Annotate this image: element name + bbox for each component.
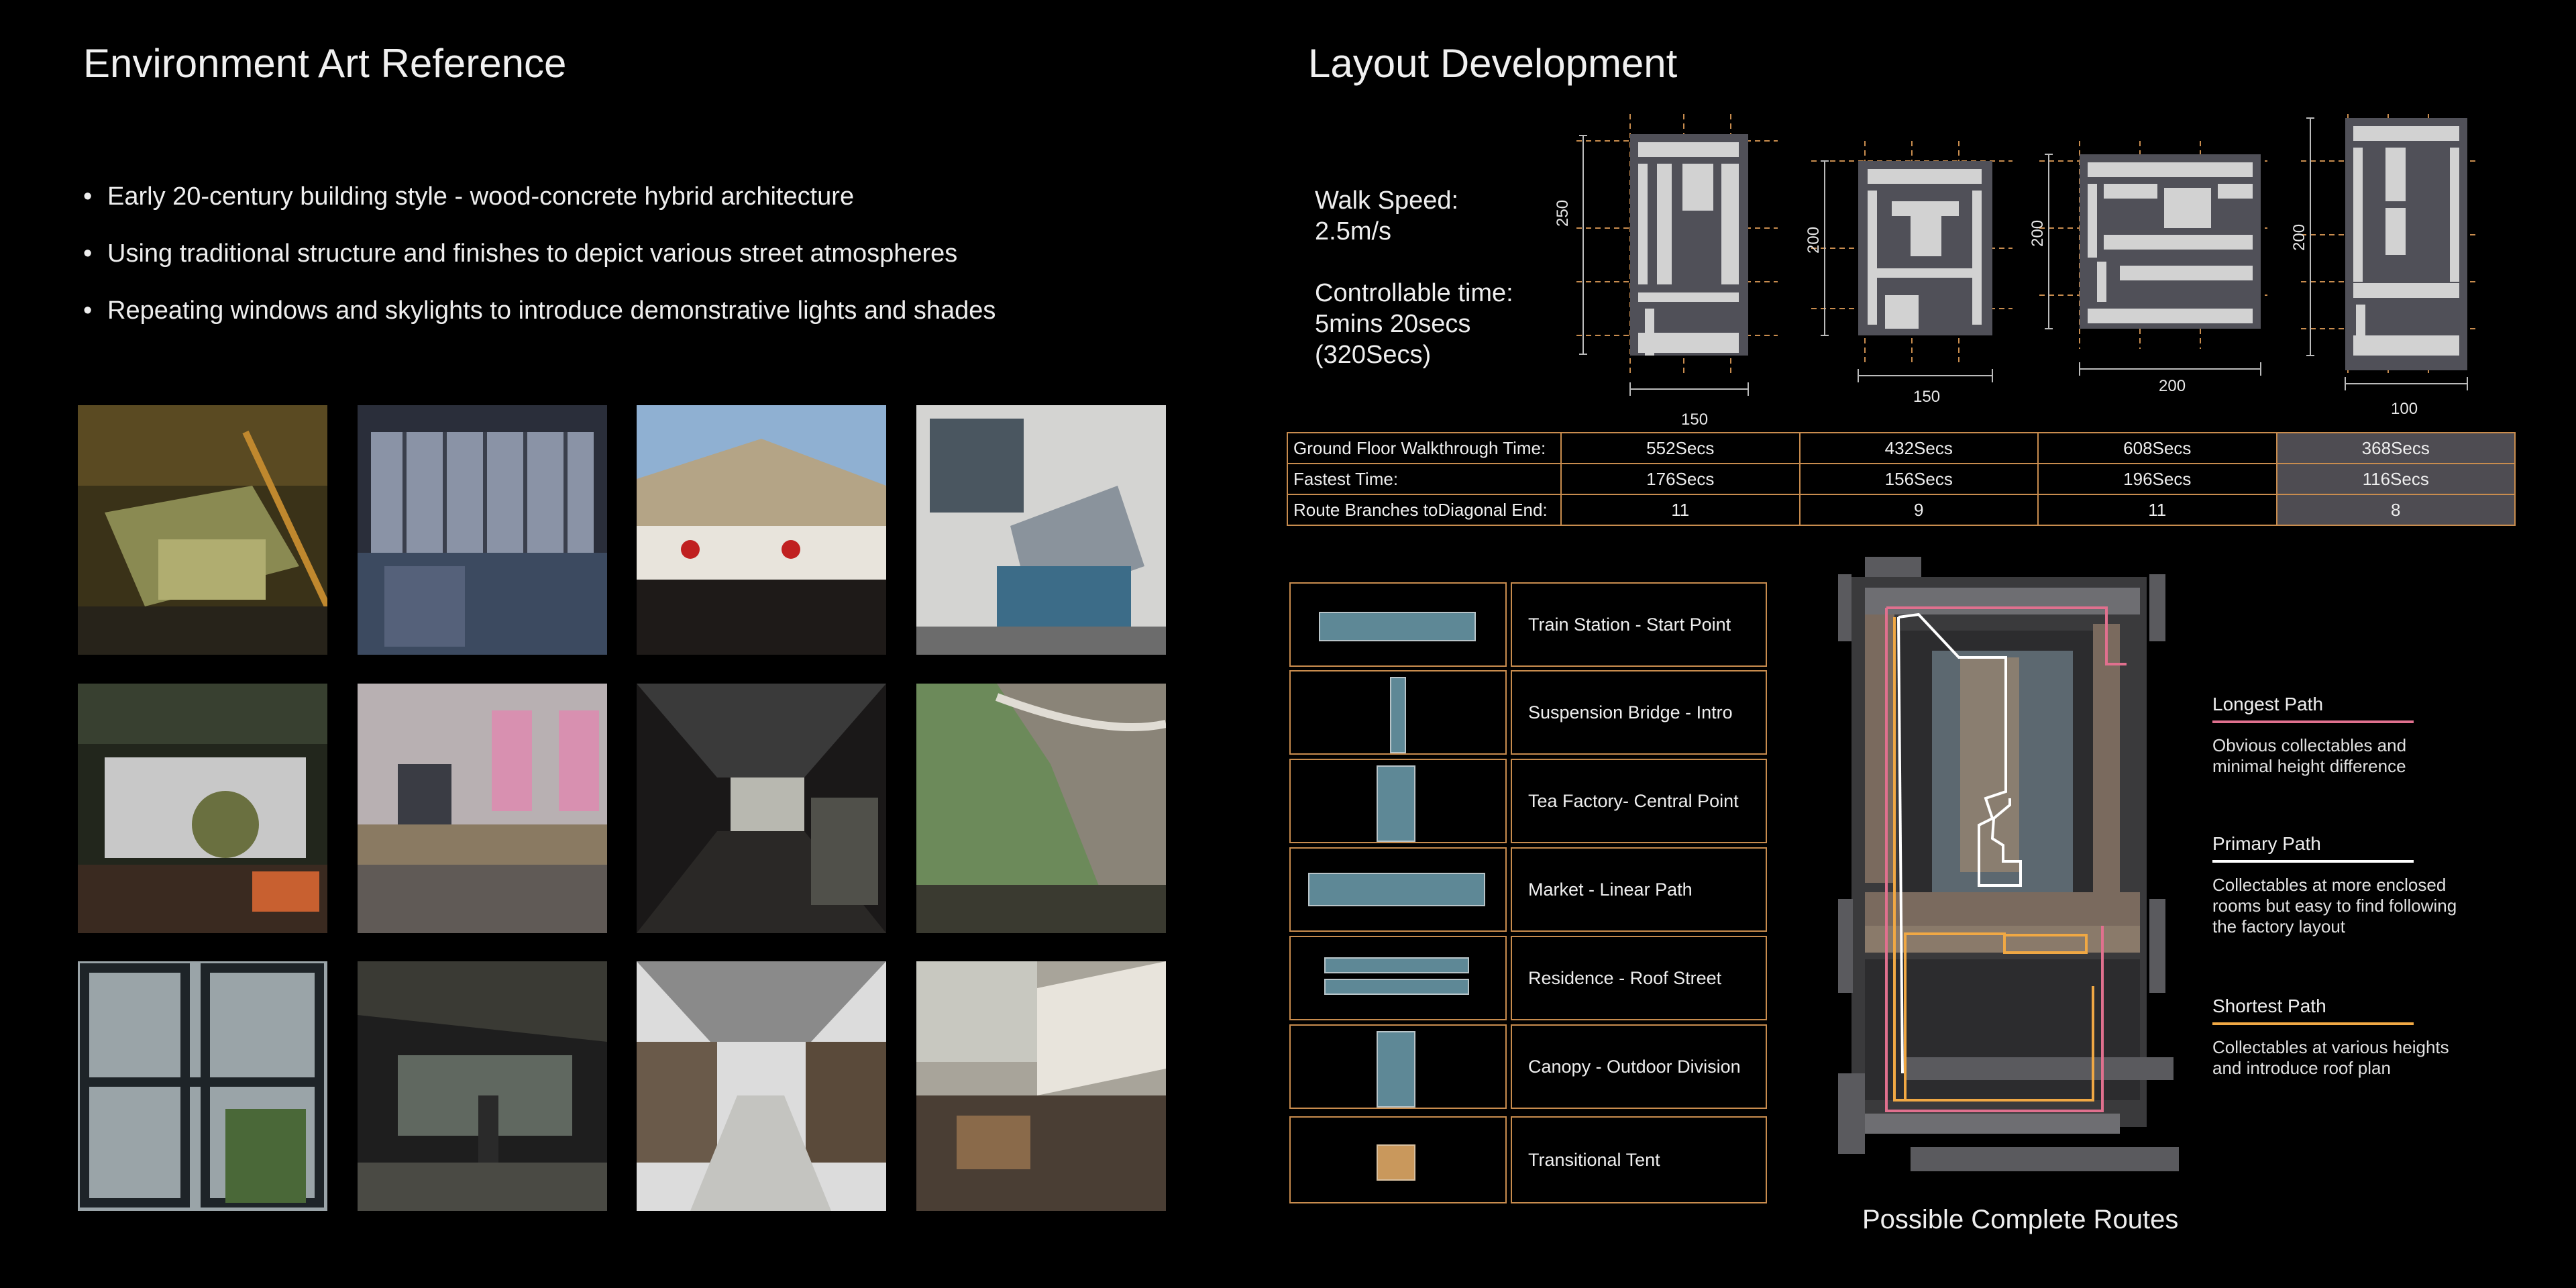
route-shortest: Shortest Path Collectables at various he… [2212, 996, 2467, 1079]
row-label: Route Branches toDiagonal End: [1287, 494, 1562, 526]
route-desc-line: Obvious collectables and [2212, 735, 2407, 755]
table-cell-highlight: 368Secs [2275, 432, 2516, 464]
route-color-line [2212, 720, 2414, 723]
legend-label-residence: Residence - Roof Street [1511, 936, 1767, 1020]
controllable-time-secs: (320Secs) [1315, 341, 1432, 369]
table-cell: 608Secs [2037, 432, 2277, 464]
row-label: Ground Floor Walkthrough Time: [1287, 432, 1562, 464]
table-cell: 11 [1560, 494, 1801, 526]
reference-photo-window-hall [358, 405, 607, 655]
reference-photo-market-street [637, 961, 886, 1211]
bullet-item: Using traditional structure and finishes… [83, 239, 1224, 268]
reference-photo-dark-hall [358, 961, 607, 1211]
controllable-time-value: 5mins 20secs [1315, 310, 1471, 338]
route-desc-line: Collectables at more enclosed [2212, 875, 2447, 895]
walk-speed-label: Walk Speed: [1315, 186, 1459, 215]
route-desc-line: the factory layout [2212, 916, 2345, 936]
legend-label-train-station: Train Station - Start Point [1511, 582, 1767, 667]
route-desc-line: and introduce roof plan [2212, 1058, 2391, 1078]
row-label: Fastest Time: [1287, 463, 1562, 495]
route-desc-line: rooms but easy to find following [2212, 896, 2457, 916]
bullet-item: Repeating windows and skylights to intro… [83, 297, 1224, 325]
table-cell: 176Secs [1560, 463, 1801, 495]
legend-swatch-tea-factory [1289, 759, 1507, 843]
plan-1-width-dim: 150 [1681, 411, 1709, 429]
plan-1-height-dim: 250 [1554, 199, 1572, 227]
route-primary: Primary Path Collectables at more enclos… [2212, 833, 2467, 937]
plan-4-height-dim: 200 [2290, 223, 2308, 251]
plan-3-width-dim: 200 [2159, 377, 2186, 395]
floor-plan-1 [1576, 114, 1778, 396]
plan-3-height-dim: 200 [2029, 219, 2047, 247]
walk-speed-value: 2.5m/s [1315, 217, 1392, 246]
layout-metrics-table: Ground Floor Walkthrough Time: 552Secs 4… [1287, 432, 2516, 526]
reference-photo-tea-machine [78, 405, 327, 655]
right-page-title: Layout Development [1308, 41, 1678, 86]
table-row: Route Branches toDiagonal End: 11 9 11 8 [1287, 494, 2516, 526]
reference-photo-station-building [637, 405, 886, 655]
legend-swatch-canopy [1289, 1024, 1507, 1109]
route-desc-line: minimal height difference [2212, 756, 2406, 776]
route-map [1838, 557, 2179, 1171]
route-desc-line: Collectables at various heights [2212, 1037, 2449, 1057]
legend-swatch-residence [1289, 936, 1507, 1020]
reference-photo-platform-canopy [916, 684, 1166, 933]
floor-plan-3 [2039, 141, 2267, 376]
table-cell: 9 [1799, 494, 2039, 526]
route-title: Primary Path [2212, 833, 2321, 854]
floor-plan-2 [1811, 141, 2012, 382]
table-cell: 552Secs [1560, 432, 1801, 464]
table-cell-highlight: 116Secs [2275, 463, 2516, 495]
legend-label-suspension-bridge: Suspension Bridge - Intro [1511, 670, 1767, 755]
legend-label-tent: Transitional Tent [1511, 1116, 1767, 1203]
legend-label-market: Market - Linear Path [1511, 847, 1767, 932]
reference-photo-window-frames [78, 961, 327, 1211]
table-cell: 156Secs [1799, 463, 2039, 495]
route-longest: Longest Path Obvious collectables and mi… [2212, 694, 2414, 777]
reference-photo-pink-windows [358, 684, 607, 933]
reference-photo-shop-interior [78, 684, 327, 933]
controllable-time-label: Controllable time: [1315, 279, 1513, 307]
reference-photo-old-shopfront [916, 961, 1166, 1211]
route-title: Longest Path [2212, 694, 2324, 714]
table-cell-highlight: 8 [2275, 494, 2516, 526]
reference-photo-factory-machine [916, 405, 1166, 655]
left-page-title: Environment Art Reference [83, 41, 567, 86]
route-title: Shortest Path [2212, 996, 2326, 1016]
route-color-line [2212, 860, 2414, 863]
legend-swatch-train-station [1289, 582, 1507, 667]
bullet-item: Early 20-century building style - wood-c… [83, 182, 1224, 211]
table-row: Ground Floor Walkthrough Time: 552Secs 4… [1287, 432, 2516, 464]
table-cell: 11 [2037, 494, 2277, 526]
table-cell: 196Secs [2037, 463, 2277, 495]
table-row: Fastest Time: 176Secs 156Secs 196Secs 11… [1287, 463, 2516, 495]
plan-2-height-dim: 200 [1805, 226, 1823, 254]
legend-swatch-suspension-bridge [1289, 670, 1507, 755]
plan-4-width-dim: 100 [2391, 400, 2418, 418]
route-color-line [2212, 1022, 2414, 1025]
reference-photo-corridor [637, 684, 886, 933]
legend-label-tea-factory: Tea Factory- Central Point [1511, 759, 1767, 843]
legend-swatch-market [1289, 847, 1507, 932]
layout-stats: Walk Speed: 2.5m/s Controllable time: 5m… [1315, 185, 1513, 370]
legend-label-canopy: Canopy - Outdoor Division [1511, 1024, 1767, 1109]
reference-bullets: Early 20-century building style - wood-c… [83, 182, 1224, 354]
routes-caption: Possible Complete Routes [1862, 1205, 2179, 1234]
legend-swatch-tent [1289, 1116, 1507, 1203]
table-cell: 432Secs [1799, 432, 2039, 464]
floor-plan-4 [2301, 114, 2475, 390]
plan-2-width-dim: 150 [1913, 388, 1941, 406]
